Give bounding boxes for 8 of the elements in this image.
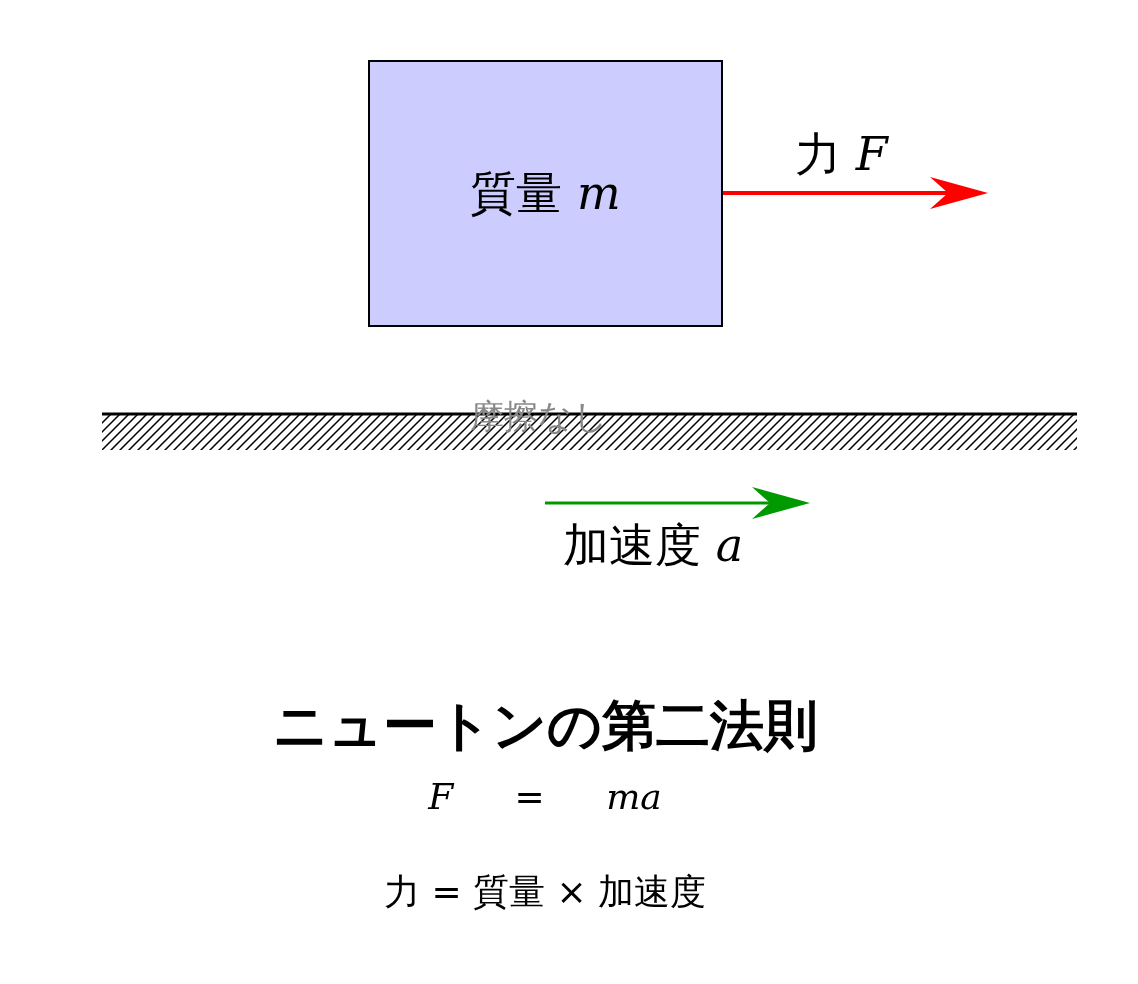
force-label: 力 F [795, 126, 888, 183]
block-label: 質量 m [470, 164, 621, 222]
equation: F = ma [426, 776, 663, 817]
title: ニュートンの第二法則 [271, 693, 819, 759]
acceleration-label: 加速度 a [563, 517, 744, 574]
equation-in-words: 力 = 質量 × 加速度 [382, 870, 708, 914]
mass-block [368, 60, 723, 327]
ground-surface [102, 396, 1077, 452]
